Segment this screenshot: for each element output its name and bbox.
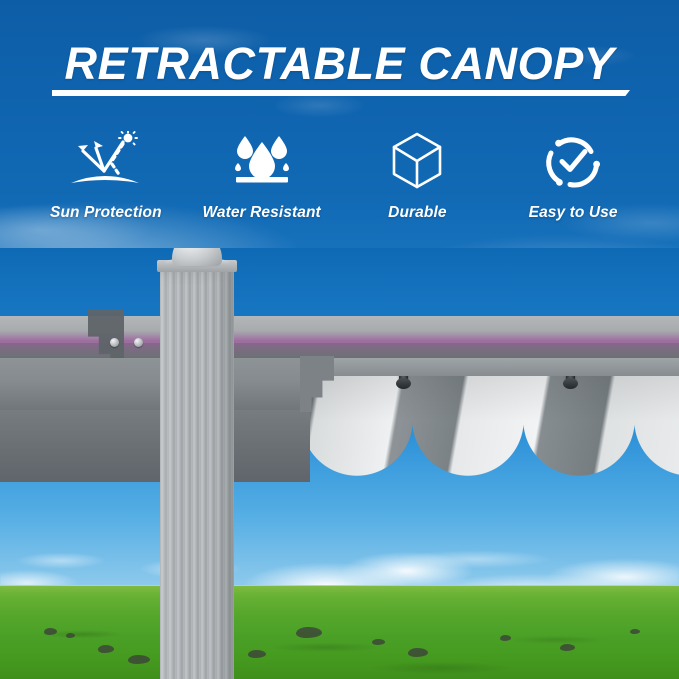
check-circle-arrows-icon — [543, 130, 603, 192]
pergola-post — [160, 268, 234, 679]
right-support-beam — [246, 358, 679, 376]
bolt-head — [110, 338, 119, 347]
rock — [372, 639, 385, 645]
bolt-head — [134, 338, 143, 347]
cube-icon — [389, 130, 445, 192]
lower-beam — [0, 410, 310, 482]
pergola-photo-scene — [0, 248, 679, 679]
feature-item-water-resistant: Water Resistant — [184, 130, 340, 242]
post-dome-cap — [172, 248, 222, 266]
feature-label: Water Resistant — [202, 204, 321, 221]
feature-label: Durable — [388, 204, 447, 221]
rock — [128, 655, 150, 664]
feature-list: Sun Protection Water Resistant — [28, 130, 651, 242]
grass-texture — [0, 586, 679, 679]
feature-label: Sun Protection — [50, 204, 162, 221]
grass-field — [0, 585, 679, 679]
title-underline-rule — [52, 90, 630, 96]
feature-item-durable: Durable — [340, 130, 496, 242]
rock — [630, 629, 640, 634]
page-title: RETRACTABLE CANOPY — [64, 38, 615, 89]
rock — [98, 645, 114, 653]
feature-item-sun-protection: Sun Protection — [28, 130, 184, 242]
rock — [44, 628, 57, 635]
rock — [66, 633, 75, 638]
rock — [248, 650, 266, 658]
middle-beam — [0, 358, 310, 410]
water-droplet-icon — [230, 130, 294, 192]
rock — [296, 627, 322, 638]
feature-label: Easy to Use — [528, 204, 618, 221]
sun-protection-icon — [67, 130, 145, 192]
feature-item-easy-to-use: Easy to Use — [495, 130, 651, 242]
rock — [500, 635, 511, 641]
rock — [560, 644, 575, 651]
rock — [408, 648, 428, 657]
